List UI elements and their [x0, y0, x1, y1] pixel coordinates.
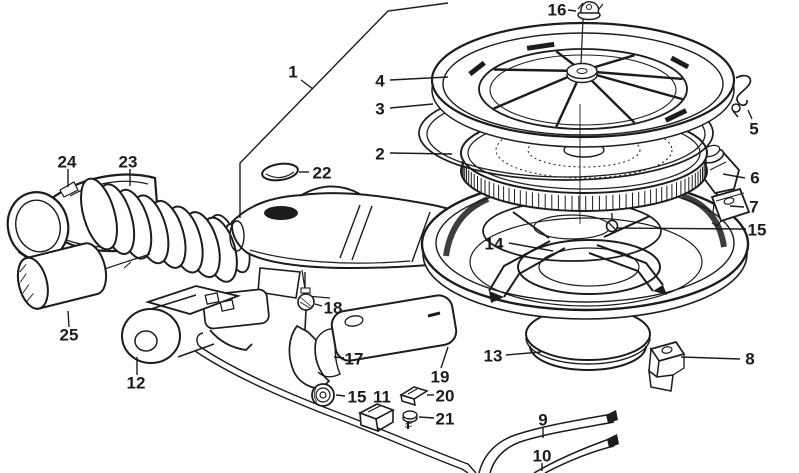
- vacuum-actuator: [121, 285, 270, 364]
- temperature-sensor: [701, 144, 740, 213]
- part-label-24: 24: [58, 153, 77, 172]
- leader-line-17: [333, 356, 345, 359]
- part-label-21: 21: [436, 410, 455, 429]
- part-label-11: 11: [373, 388, 391, 407]
- leader-line-7: [729, 205, 745, 208]
- callout-layer: 1234567891011121314151516171819202122232…: [58, 1, 767, 471]
- oval-cap: [261, 162, 299, 182]
- mounting-bracket: [648, 341, 686, 392]
- grommet: [311, 383, 335, 407]
- part-label-9: 9: [538, 411, 547, 430]
- part-label-10: 10: [533, 447, 552, 466]
- cyclone-separator: [482, 200, 667, 303]
- spring-clip: [358, 403, 395, 433]
- leader-line-25: [67, 310, 70, 328]
- part-label-5: 5: [749, 120, 758, 139]
- trim-hose-upper: [478, 410, 618, 473]
- wing-nut: [577, 1, 604, 21]
- part-label-4: 4: [375, 72, 385, 91]
- vacuum-hose: [194, 332, 477, 473]
- assembly-bracket-polyline: [239, 2, 449, 218]
- leader-line-1: [300, 79, 314, 90]
- part-label-3: 3: [375, 100, 384, 119]
- part-label-15: 15: [748, 221, 767, 240]
- cage-nut-clip: [399, 386, 429, 407]
- leader-line-21: [418, 416, 435, 419]
- intake-ring: [525, 307, 651, 371]
- part-label-17: 17: [345, 350, 364, 369]
- ball-stud: [297, 272, 315, 331]
- leader-line-3: [389, 103, 434, 109]
- center-stud: [579, 18, 584, 224]
- part-label-12: 12: [127, 374, 146, 393]
- part-label-20: 20: [436, 387, 455, 406]
- heat-shield-plate: [330, 294, 458, 362]
- leader-line-2: [389, 152, 453, 155]
- leader-line-18: [314, 303, 323, 307]
- leader-line-4: [389, 76, 449, 81]
- assembly-bracket-line: [239, 2, 449, 218]
- part-label-13: 13: [484, 347, 503, 366]
- part-label-2: 2: [375, 145, 384, 164]
- wire-retainer-clip: [731, 74, 752, 118]
- leader-line-13: [505, 351, 542, 356]
- leader-line-14: [508, 242, 554, 252]
- support-bracket: [288, 324, 341, 390]
- leader-line-8: [680, 356, 741, 360]
- leader-line-15: [615, 227, 747, 230]
- part-label-19: 19: [431, 368, 450, 387]
- part-label-18: 18: [324, 299, 343, 318]
- hose-ridges: [80, 177, 238, 283]
- leader-line-5: [747, 109, 753, 120]
- part-label-1: 1: [288, 63, 297, 82]
- part-label-23: 23: [119, 153, 138, 172]
- leader-line-6: [722, 173, 746, 179]
- flat-bracket: [710, 187, 751, 227]
- part-label-6: 6: [750, 169, 759, 188]
- leader-line-19: [440, 346, 449, 369]
- part-label-14: 14: [485, 235, 504, 254]
- trim-hose-lower: [533, 434, 619, 473]
- part-label-7: 7: [749, 198, 758, 217]
- part-label-8: 8: [745, 350, 754, 369]
- part-label-15: 15: [348, 388, 367, 407]
- air-cleaner-lid: [430, 21, 736, 148]
- part-label-25: 25: [60, 326, 79, 345]
- screw: [402, 410, 418, 429]
- part-label-22: 22: [313, 164, 332, 183]
- leader-line-15: [335, 394, 346, 397]
- rubber-sleeve: [16, 242, 108, 310]
- leader-line-16: [567, 9, 577, 12]
- filter-pleats: [461, 160, 707, 211]
- part-label-16: 16: [548, 1, 567, 20]
